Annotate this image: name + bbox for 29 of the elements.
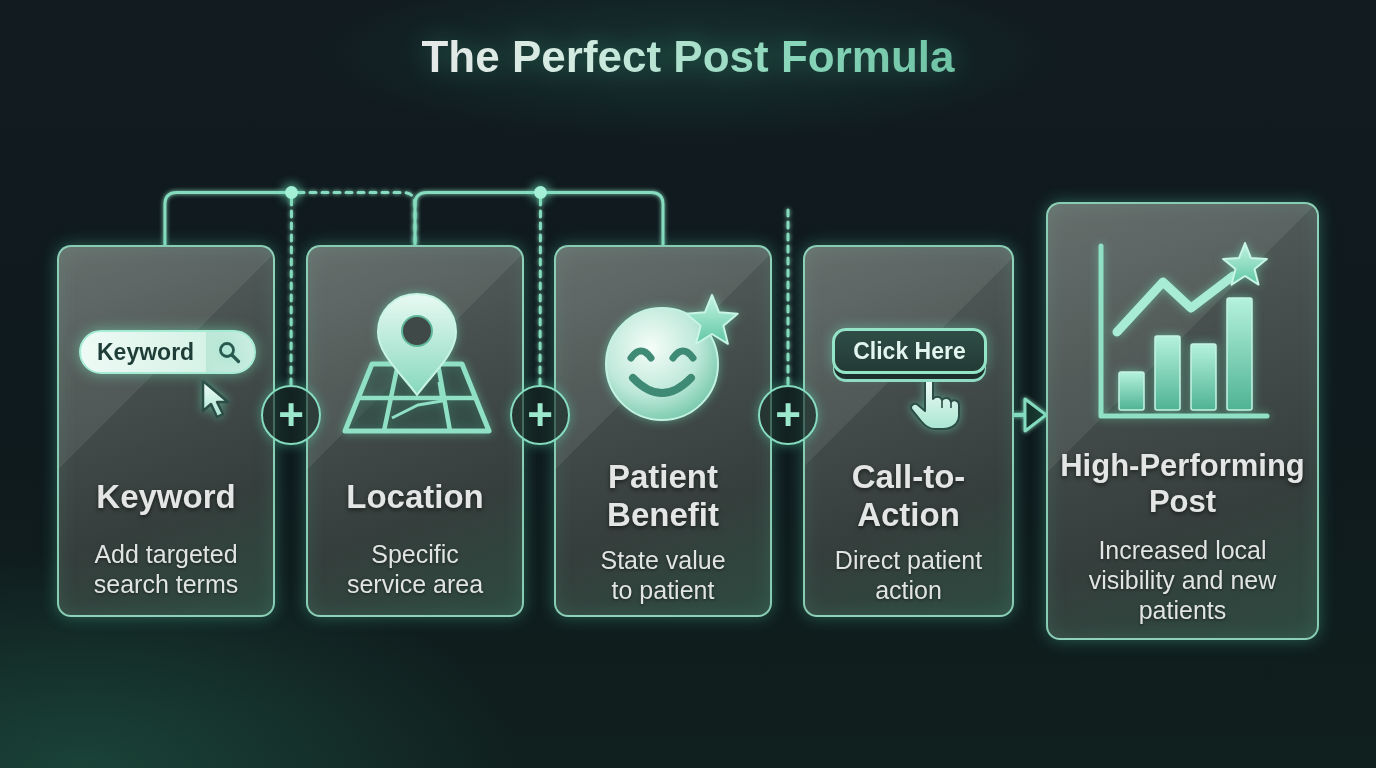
step-description: State value to patient [599,545,727,605]
step-description: Increased local visibility and new patients [1087,535,1278,625]
plus-operator: + [758,385,818,445]
step-title: High-Performing Post [1059,448,1306,520]
step-card [1046,202,1319,640]
dashed-line [538,197,542,387]
plus-operator: + [261,385,321,445]
step-card [306,245,524,617]
connector-line [163,191,287,247]
search-query: Keyword [97,338,195,366]
step-title: Location [345,477,485,517]
arrow [1012,397,1048,433]
junction-dot-icon [534,186,547,199]
step-card [803,245,1014,617]
plus-operator: + [510,385,570,445]
step-title: Patient Benefit [606,458,720,534]
step-title: Call-to-Action [850,458,967,534]
step-description: Add targeted search terms [92,539,240,599]
step-card [554,245,772,617]
search-field [79,330,256,374]
step-card [57,245,275,617]
connector-line [545,191,665,247]
connector-line [413,191,536,247]
junction-dot-icon [285,186,298,199]
step-title: Keyword [95,477,237,517]
dashed-line [786,208,790,387]
step-description: Specific service area [345,539,485,599]
step-description: Direct patient action [833,545,984,605]
dashed-line [289,197,293,387]
